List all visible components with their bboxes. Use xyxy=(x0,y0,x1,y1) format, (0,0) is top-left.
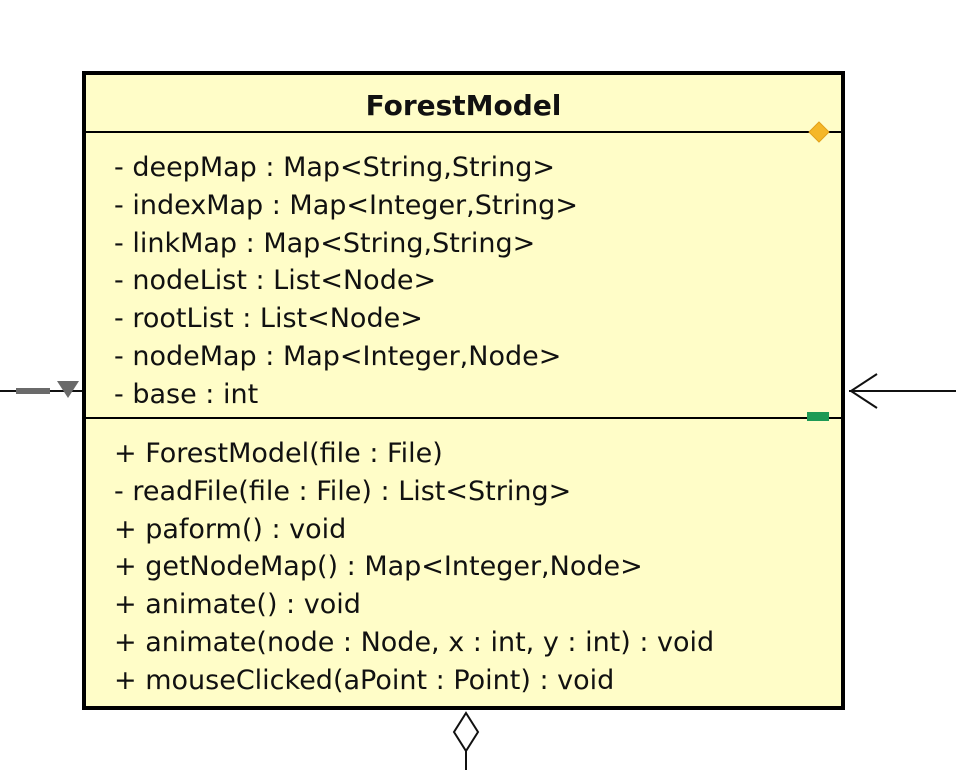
operation-list: + ForestModel(file : File) - readFile(fi… xyxy=(114,435,714,700)
uml-class-forestmodel[interactable]: ForestModel - deepMap : Map<String,Strin… xyxy=(82,71,845,710)
operation-animate: + animate() : void xyxy=(114,589,361,621)
class-header: ForestModel xyxy=(86,75,841,133)
left-connector[interactable] xyxy=(0,381,82,398)
bottom-connector[interactable] xyxy=(452,711,480,770)
attributes-compartment: - deepMap : Map<String,String> - indexMa… xyxy=(86,133,841,419)
operation-mouseclicked: + mouseClicked(aPoint : Point) : void xyxy=(114,664,615,696)
attribute-indexmap: - indexMap : Map<Integer,String> xyxy=(114,189,578,221)
attribute-deepmap: - deepMap : Map<String,String> xyxy=(114,152,556,183)
operations-compartment: + ForestModel(file : File) - readFile(fi… xyxy=(86,419,841,706)
attribute-linkmap: - linkMap : Map<String,String> xyxy=(114,227,536,259)
bottom-connector-diamond-icon xyxy=(452,711,480,753)
operation-animate-overload: + animate(node : Node, x : int, y : int)… xyxy=(114,626,715,658)
left-connector-triangle-icon xyxy=(57,381,79,398)
attribute-base: - base : int xyxy=(114,378,259,410)
green-bar-marker xyxy=(807,412,829,421)
operation-paform: + paform() : void xyxy=(114,513,347,545)
class-name: ForestModel xyxy=(365,89,562,122)
right-connector-arrowhead-icon xyxy=(849,373,878,409)
right-connector[interactable] xyxy=(849,373,956,409)
attribute-nodemap: - nodeMap : Map<Integer,Node> xyxy=(114,340,562,372)
operation-readfile: - readFile(file : File) : List<String> xyxy=(114,475,572,507)
operation-getnodemap: + getNodeMap() : Map<Integer,Node> xyxy=(114,551,643,583)
operation-constructor: + ForestModel(file : File) xyxy=(114,438,443,469)
orange-diamond-marker xyxy=(808,121,830,143)
attribute-rootlist: - rootList : List<Node> xyxy=(114,303,423,335)
attribute-nodelist: - nodeList : List<Node> xyxy=(114,265,437,297)
attribute-list: - deepMap : Map<String,String> - indexMa… xyxy=(114,149,578,414)
